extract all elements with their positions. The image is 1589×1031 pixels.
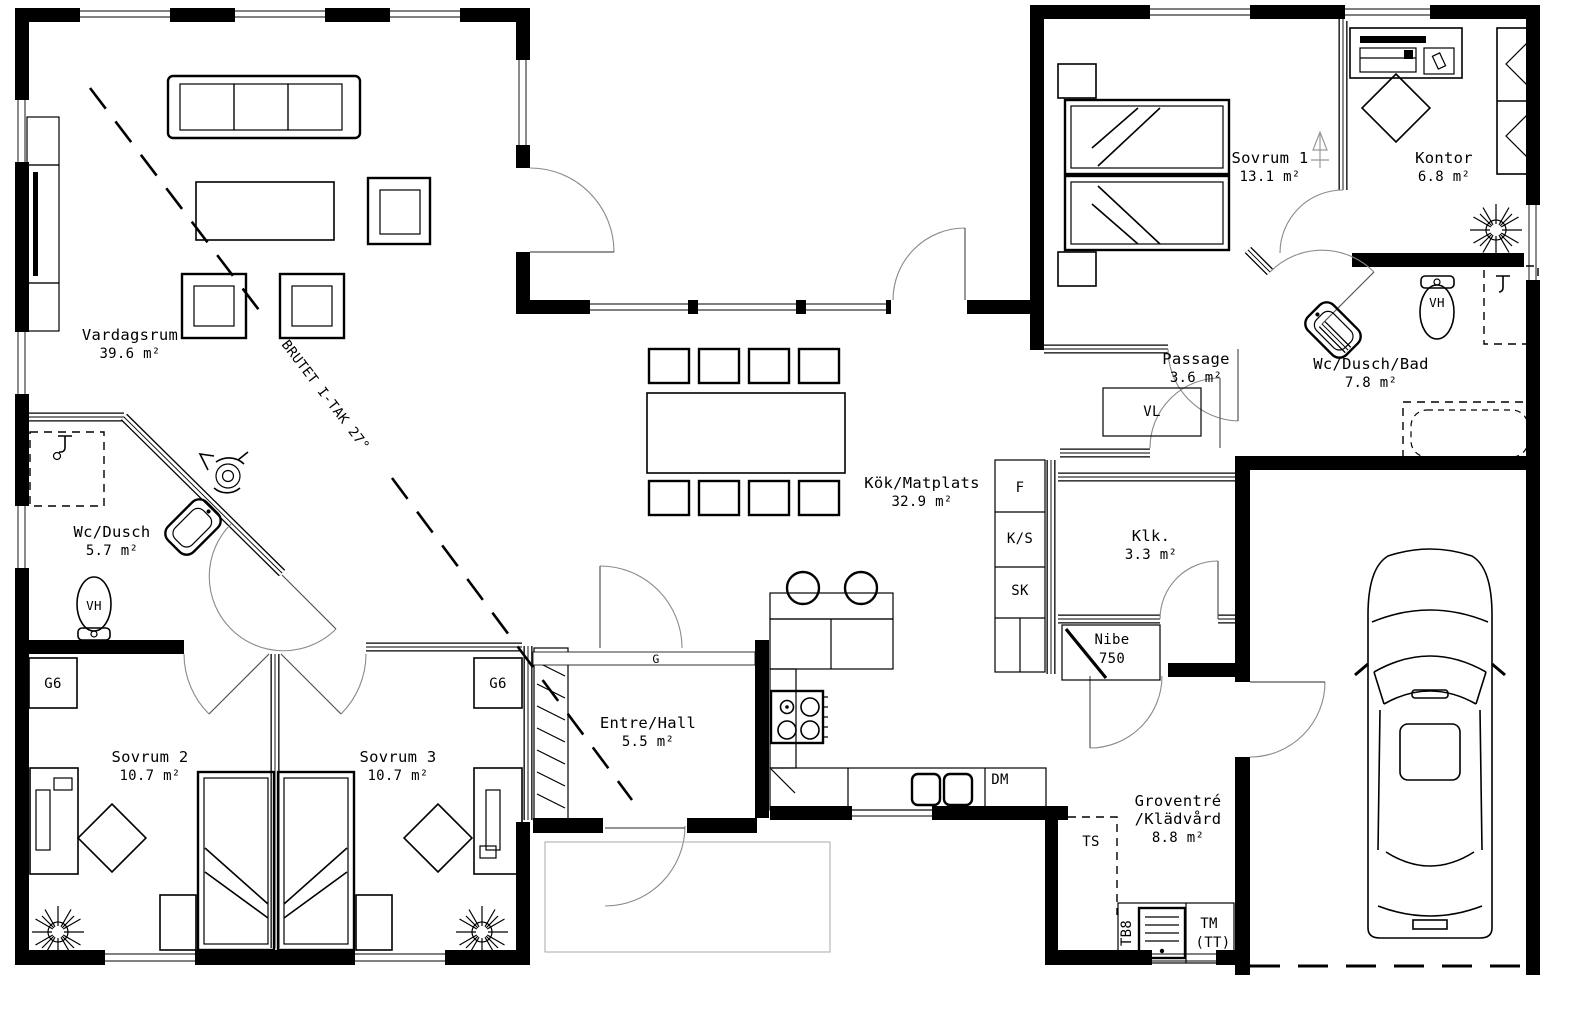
windows <box>13 3 1542 967</box>
svg-text:3.6 m²: 3.6 m² <box>1170 370 1222 386</box>
room-label-sovrum-2: Sovrum 2 <box>111 748 188 766</box>
svg-text:7.8 m²: 7.8 m² <box>1345 375 1397 391</box>
bed <box>1063 98 1231 176</box>
shower-tap-icon <box>1496 275 1510 293</box>
room-labels: Vardagsrum 39.6 m² Wc/Dusch 5.7 m² Sovru… <box>73 149 1472 846</box>
heat-pump-closet <box>1061 624 1161 681</box>
tumbler-label: TM <box>1200 916 1217 932</box>
svg-text:(TT): (TT) <box>1196 935 1231 951</box>
room-label-klk: Klk. <box>1132 527 1171 545</box>
bench-vl <box>1102 387 1202 437</box>
bar-stool <box>843 570 879 606</box>
dishwasher-label: DM <box>991 772 1008 788</box>
toilet-icon <box>1419 275 1455 340</box>
svg-text:5.5 m²: 5.5 m² <box>622 734 674 750</box>
roof-break-line: BRUTET I-TAK 27° <box>88 87 634 801</box>
bed <box>196 770 276 952</box>
wardrobe-label: G6 <box>44 676 61 692</box>
sofa <box>166 74 362 140</box>
bar-stool <box>785 570 821 606</box>
bathroom-sink-icon <box>164 498 222 556</box>
armchair <box>278 272 346 340</box>
bed <box>1063 174 1231 252</box>
kitchen-counters <box>769 592 1047 811</box>
bathroom-sink-icon <box>1304 301 1362 359</box>
bed <box>276 770 356 952</box>
porch-outline <box>544 841 831 953</box>
hall-wardrobe-label: G <box>652 652 659 666</box>
svg-text:32.9 m²: 32.9 m² <box>891 494 952 510</box>
wardrobe-g6-left <box>28 657 78 709</box>
office-chair <box>1360 72 1432 144</box>
roof-break-label: BRUTET I-TAK 27° <box>278 337 373 454</box>
car <box>1354 548 1506 939</box>
hall-wardrobe-strip <box>532 651 756 666</box>
doors <box>183 167 1526 968</box>
fixture-labels: VH VH VL G6 G6 G F K/S SK Nibe 750 DM TS… <box>44 295 1445 951</box>
wardrobe <box>1496 27 1540 175</box>
room-label-wc-dusch-bad: Wc/Dusch/Bad <box>1313 355 1429 373</box>
shower-dashed <box>29 431 105 507</box>
shower-dashed <box>1483 265 1539 345</box>
north-arrow-icon <box>1311 130 1329 168</box>
armchair <box>366 176 432 246</box>
desk-chair <box>402 802 474 874</box>
toilet-label: VH <box>1429 295 1445 310</box>
svg-text:3.3 m²: 3.3 m² <box>1125 547 1177 563</box>
svg-text:8.8 m²: 8.8 m² <box>1152 830 1204 846</box>
dining-table <box>646 392 846 474</box>
desk <box>473 767 523 875</box>
pantry-label: SK <box>1011 583 1029 599</box>
fridge-freezer-label: K/S <box>1007 531 1033 547</box>
room-label-passage: Passage <box>1162 350 1229 368</box>
svg-text:10.7 m²: 10.7 m² <box>367 768 428 784</box>
room-label-sovrum-1: Sovrum 1 <box>1231 149 1308 167</box>
floor-drain-fan-icon <box>198 451 249 494</box>
room-label-entre-hall: Entre/Hall <box>600 714 696 732</box>
desk <box>29 767 79 875</box>
svg-text:6.8 m²: 6.8 m² <box>1418 169 1470 185</box>
toilet-label: VH <box>86 598 102 613</box>
nightstand <box>1057 63 1097 99</box>
svg-text:/Klädvård: /Klädvård <box>1135 810 1222 828</box>
svg-text:13.1 m²: 13.1 m² <box>1239 169 1300 185</box>
desk-chair <box>76 802 148 874</box>
dining-chairs <box>647 347 841 517</box>
nightstand <box>1057 251 1097 287</box>
drying-cabinet-dashed <box>1068 816 1118 915</box>
laundry-appliances <box>1117 902 1235 964</box>
walls <box>15 5 1540 975</box>
svg-text:39.6 m²: 39.6 m² <box>99 346 160 362</box>
heatpump-label: Nibe <box>1095 632 1130 648</box>
kitchen-sink-icon <box>910 772 974 807</box>
tall-cabinets <box>994 459 1046 673</box>
drying-cabinet-label: TS <box>1082 834 1099 850</box>
room-label-vardagsrum: Vardagsrum <box>82 326 178 344</box>
room-label-groventre: Groventré <box>1135 792 1222 810</box>
bench-label: VL <box>1143 404 1160 420</box>
tv-bench <box>26 116 60 332</box>
svg-text:750: 750 <box>1099 651 1125 667</box>
room-label-kok-matplats: Kök/Matplats <box>864 474 980 492</box>
wardrobe-label: G6 <box>489 676 506 692</box>
wardrobe-g6-right <box>473 657 523 709</box>
hall-coat-closet <box>533 647 569 821</box>
room-label-sovrum-3: Sovrum 3 <box>359 748 436 766</box>
bathtub-dashed <box>1402 401 1537 466</box>
room-label-kontor: Kontor <box>1415 149 1473 167</box>
nightstand <box>355 894 393 951</box>
svg-text:5.7 m²: 5.7 m² <box>86 543 138 559</box>
office-desk <box>1349 27 1463 79</box>
fridge-label: F <box>1016 480 1025 496</box>
armchair <box>180 272 248 340</box>
room-label-wc-dusch: Wc/Dusch <box>73 523 150 541</box>
stove-icon <box>769 689 828 745</box>
washer-label: TB8 <box>1119 920 1135 946</box>
nightstand <box>159 894 197 951</box>
coffee-table <box>195 181 335 241</box>
toilet-icon <box>76 576 112 641</box>
svg-text:10.7 m²: 10.7 m² <box>119 768 180 784</box>
